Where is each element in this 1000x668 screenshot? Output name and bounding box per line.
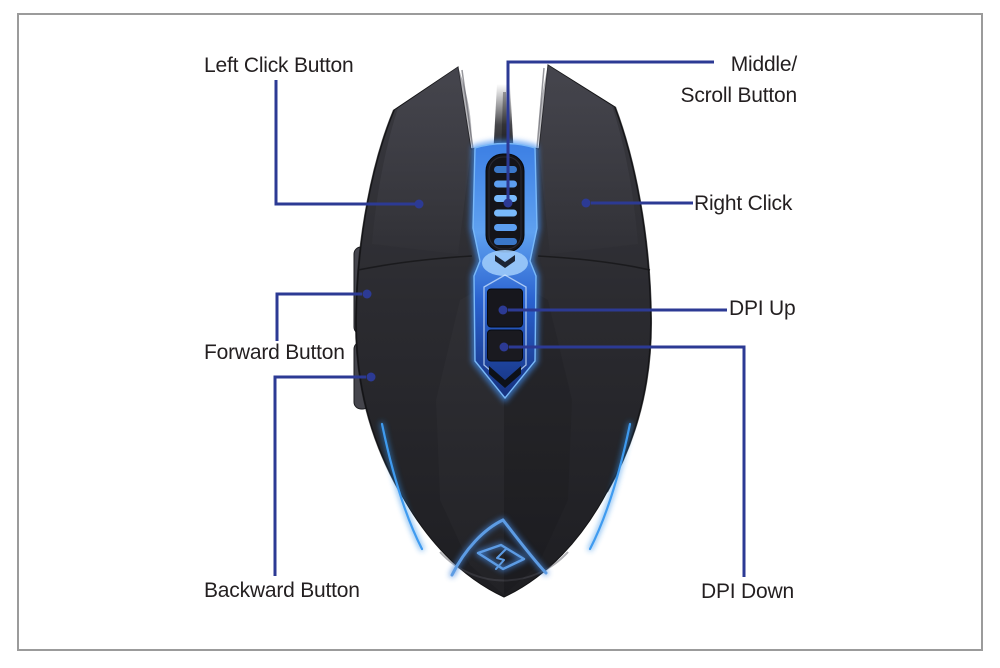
callout-dot-middle-scroll [503, 198, 513, 208]
callout-label-right-click: Right Click [694, 192, 793, 215]
callout-dot-backward [366, 372, 376, 382]
callout-label-forward: Forward Button [204, 341, 345, 364]
callout-line-middle-scroll [506, 60, 714, 203]
led-accent-stripes [380, 422, 632, 551]
callout-label-backward: Backward Button [204, 579, 360, 602]
callout-label-middle-scroll-line1: Middle/ [730, 53, 797, 76]
callout-line-forward [275, 292, 362, 341]
callout-label-dpi-down: DPI Down [701, 580, 794, 603]
callout-dot-dpi-down [499, 342, 509, 352]
callout-label-middle-scroll-line2: Scroll Button [680, 84, 798, 107]
led-throat [482, 250, 528, 276]
callout-label-middle-scroll: Middle/ Scroll Button [680, 49, 798, 111]
frame-border [17, 13, 983, 651]
callout-line-left-click [274, 80, 419, 206]
callout-line-dpi-down [509, 345, 746, 577]
callout-label-dpi-up: DPI Up [729, 297, 796, 320]
a-lightning-emblem-icon [449, 517, 549, 578]
callout-line-backward [273, 375, 366, 576]
left-click-button-face [372, 67, 472, 254]
callout-dot-dpi-up [498, 305, 508, 315]
callout-dot-forward [362, 289, 372, 299]
callout-dot-left-click [414, 199, 424, 209]
right-click-button-face [538, 65, 638, 254]
callout-dot-right-click [581, 198, 591, 208]
body-seams [354, 67, 653, 582]
callout-label-left-click: Left Click Button [204, 54, 354, 77]
